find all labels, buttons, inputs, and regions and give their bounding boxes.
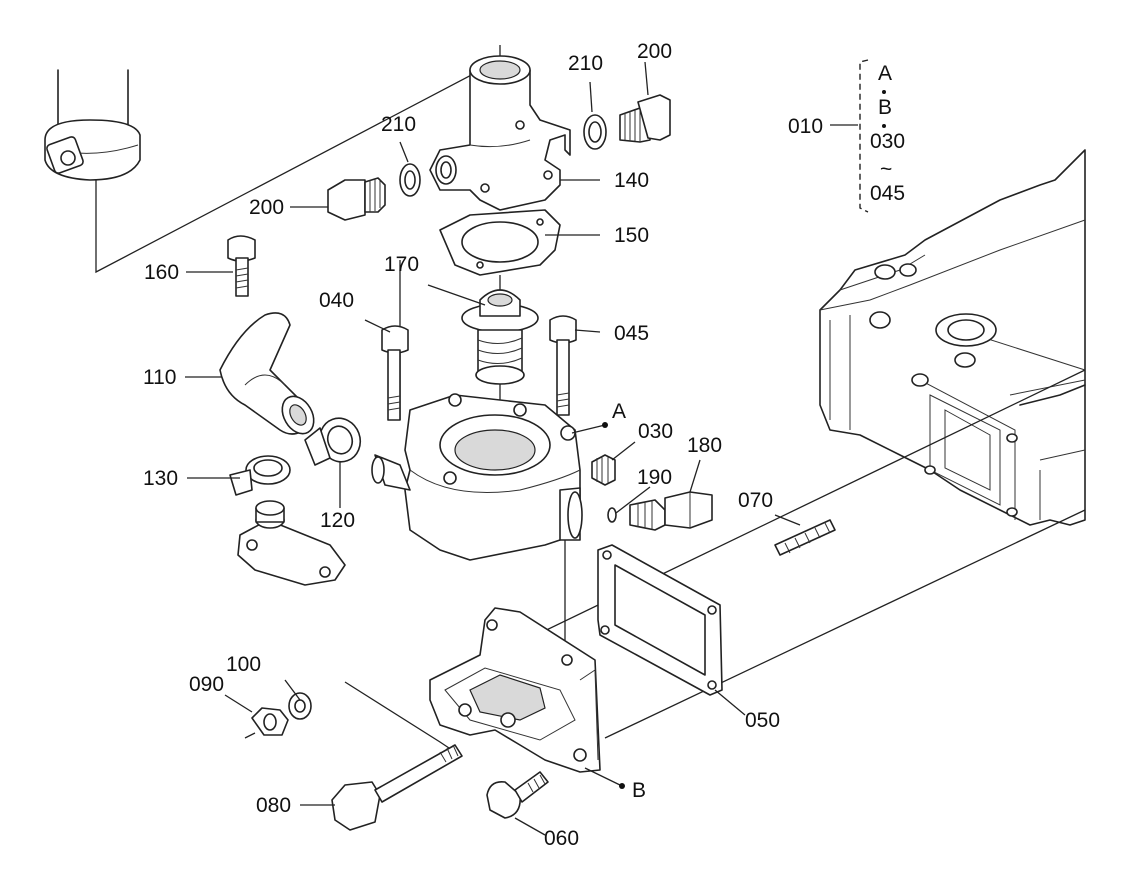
label-070: 070 (738, 489, 773, 512)
washer-top (583, 114, 607, 150)
label-045: 045 (614, 322, 649, 345)
label-200-left: 200 (249, 196, 284, 219)
bolt-060 (486, 771, 549, 819)
kit-item-a: A (878, 62, 892, 85)
label-030: 030 (638, 420, 673, 443)
label-200-top: 200 (637, 40, 672, 63)
bolt-040 (381, 325, 409, 421)
hose (44, 69, 141, 181)
part-labels: 010 200 210 210 200 140 150 160 170 040 … (143, 40, 823, 850)
gasket-150 (439, 209, 561, 276)
label-140: 140 (614, 169, 649, 192)
engine-block (819, 149, 1086, 526)
plug-030 (591, 454, 616, 486)
plug-left (327, 177, 386, 221)
label-110: 110 (143, 366, 176, 389)
water-pipe-flange (237, 500, 346, 586)
elbow-pipe-110 (219, 312, 315, 435)
leader-lines (185, 61, 858, 836)
label-210-top: 210 (568, 52, 603, 75)
thermostat-170 (461, 289, 539, 385)
mounting-flange (429, 607, 601, 773)
label-080: 080 (256, 794, 291, 817)
kit-tilde: ~ (880, 158, 892, 181)
label-170: 170 (384, 253, 419, 276)
label-160: 160 (144, 261, 179, 284)
washer-left (399, 163, 421, 197)
label-040: 040 (319, 289, 354, 312)
label-090: 090 (189, 673, 224, 696)
label-190: 190 (637, 466, 672, 489)
thermostat-cover (429, 55, 571, 211)
label-120: 120 (320, 509, 355, 532)
bolt-080 (331, 744, 463, 831)
kit-item-045: 045 (870, 182, 905, 205)
clamp-120 (304, 417, 362, 466)
label-180: 180 (687, 434, 722, 457)
label-010: 010 (788, 115, 823, 138)
bolt-045 (549, 315, 577, 416)
sensor-180 (629, 491, 713, 531)
gasket-050 (597, 544, 723, 696)
label-060: 060 (544, 827, 579, 850)
label-130: 130 (143, 467, 178, 490)
label-210-left: 210 (381, 113, 416, 136)
label-100: 100 (226, 653, 261, 676)
clamp-130 (229, 455, 291, 496)
plug-top (619, 94, 671, 143)
thermostat-housing (371, 393, 583, 561)
nut-090 (244, 707, 289, 739)
label-050: 050 (745, 709, 780, 732)
label-150: 150 (614, 224, 649, 247)
kit-item-b: B (878, 96, 892, 119)
bolt-160 (227, 235, 256, 297)
callout-a: A (612, 400, 626, 423)
kit-bracket: A B 030 ~ 045 (859, 59, 905, 213)
kit-item-030: 030 (870, 130, 905, 153)
callout-b: B (632, 779, 646, 802)
o-ring-190 (607, 507, 617, 523)
stud-070 (774, 519, 836, 556)
washer-100 (288, 692, 312, 720)
